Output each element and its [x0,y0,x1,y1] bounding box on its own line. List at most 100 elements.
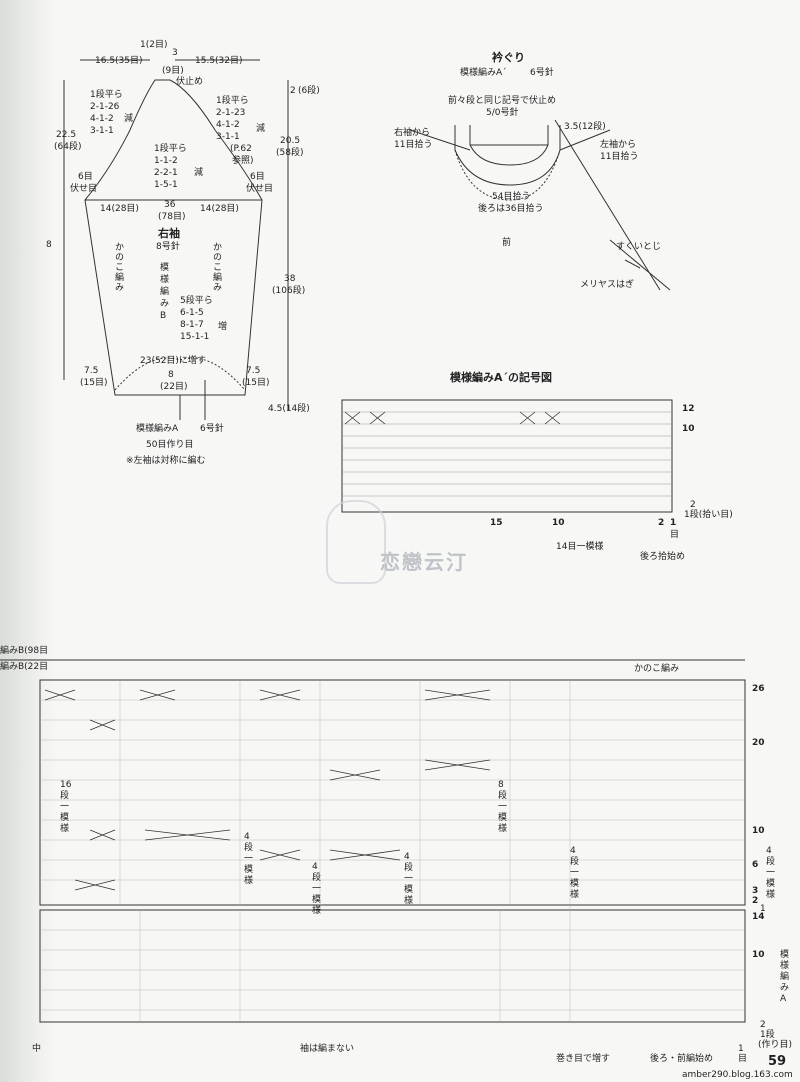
left-dec-row-1: 2-1-26 [90,102,120,112]
bottom-center: 8 [168,370,174,380]
mid-left: 14(28目) [100,204,139,214]
main-row-2: 2 [752,896,759,906]
bottom-center-2: (22目) [160,382,188,392]
sleeve-name: 右袖 [158,227,180,240]
mid-center: 36 [164,200,176,210]
main-row-10: 10 [752,826,765,836]
cable-crosses [44,411,561,891]
page-number: 59 [768,1054,787,1069]
main-row-b-10: 10 [752,950,765,960]
inc-row-2: 8-1-7 [180,320,204,330]
no-sleeve-label: 袖は編まない [300,1044,355,1054]
main-row-6: 6 [752,860,759,870]
main-row-20: 20 [752,738,765,748]
neckline-right-sleeve: 右袖から [394,128,431,138]
long-height: 38 [284,274,296,284]
chart-a-col-10: 10 [552,518,565,528]
cuff-pattern: 模様編みA [136,424,179,434]
sleeve-top-width-mid: 3 [172,48,178,58]
bottom-right: 7.5 [246,366,261,376]
neckline-pattern: 模様編みA´ [460,68,507,78]
left-dec-label: 減 [124,114,134,124]
main-center-mark: 中 [32,1044,42,1054]
chart-a-row-10: 10 [682,424,695,434]
neckline-outer [454,149,561,201]
main-row-3: 3 [752,886,759,896]
chart-a-row-12: 12 [682,404,695,414]
six-left: 6目 [78,172,93,182]
six-right-2: 伏せ目 [246,184,274,194]
inc-by-wrap: 巻き目で増す [556,1054,611,1064]
left-side-b: 8 [46,240,52,250]
sleeve-outline [84,79,263,396]
neckline-shape [454,125,561,186]
cuff-needle: 6号針 [200,424,224,434]
neckline-stitch-2: メリヤスはぎ [580,280,635,290]
main-kanoko: かのこ編み [634,664,680,674]
bottom-inc: 23(52目)に増す [140,356,206,366]
back-front-start: 後ろ・前編始め [650,1054,714,1064]
inc-row-3: 15-1-1 [180,332,210,342]
cuff-height: 4.5(14段) [268,404,310,414]
neckline-bindoff: 前々段と同じ記号で伏止め [448,96,557,106]
right-height: 20.5 [280,136,301,146]
chart-a-row-1: 1段(拾い目) [684,510,733,520]
neckline-left-sleeve-2: 11目拾う [600,152,639,162]
main-chart-bottom [39,909,746,1023]
chart-a-title: 模様編みA´の記号図 [450,371,553,384]
neckline-front: 前 [502,238,512,248]
neckline-bindoff-needle: 5/0号針 [486,108,519,118]
main-one: 1 [738,1044,744,1054]
center-dec-row-0: 1段平ら [154,144,187,154]
neckline-back-pick: 後ろは36目拾う [478,204,544,214]
watermark-logo [326,500,386,584]
center-dec-row-1: 1-1-2 [154,156,178,166]
long-height-rows: (106段) [272,286,306,296]
footer-url: amber290.blog.163.com [682,1070,793,1080]
bottom-left-2: (15目) [80,378,108,388]
mid-center-2: (78目) [158,212,186,222]
right-dec-row-3: 3-1-1 [216,132,240,142]
center-dec-row-3: 1-5-1 [154,180,178,190]
chart-a-col-2: 2 [658,518,665,528]
neckline-right-sleeve-2: 11目拾う [394,140,433,150]
left-dec-row-0: 1段平ら [90,90,123,100]
neckline-needle: 6号針 [530,68,554,78]
main-me: 目 [738,1054,748,1064]
neckline-height: 3.5(12段) [564,122,606,132]
chart-a-col-unit: 目 [670,530,680,540]
six-left-2: 伏せ目 [70,184,98,194]
inc-label: 増 [218,322,228,332]
chart-a-start: 後ろ拾始め [640,552,686,562]
main-row-b-1: 1段 [760,1030,775,1040]
right-dec-row-1: 2-1-23 [216,108,246,118]
right-dec-row-0: 1段平ら [216,96,249,106]
neckline-front-pick: 54目拾う [492,192,531,202]
mid-right: 14(28目) [200,204,239,214]
right-ref-2: 参照) [232,156,254,166]
bottom-right-2: (15目) [242,378,270,388]
bottom-left: 7.5 [84,366,99,376]
inc-row-0: 5段平ら [180,296,213,306]
main-chart-gridlines [40,680,745,1022]
main-row-b-2: 2 [760,1020,766,1030]
chart-a-row-2: 2 [690,500,696,510]
left-height: 22.5 [56,130,77,140]
watermark-text: 恋戀云汀 [380,550,468,574]
kanoko-right: かのこ編み [211,242,221,292]
cast-on: 50目作り目 [146,440,194,450]
center-dec-label: 減 [194,168,204,178]
main-left-label-2: 編みB(22目 [0,662,49,672]
chart-a-grid [341,399,673,513]
main-left-label-1: 編みB(98目 [0,646,49,656]
sleeve-top-stitch: 1(2目) [140,40,168,50]
six-right: 6目 [250,172,265,182]
neckline-inner [469,125,549,166]
neckline-left-sleeve: 左袖から [600,140,637,150]
